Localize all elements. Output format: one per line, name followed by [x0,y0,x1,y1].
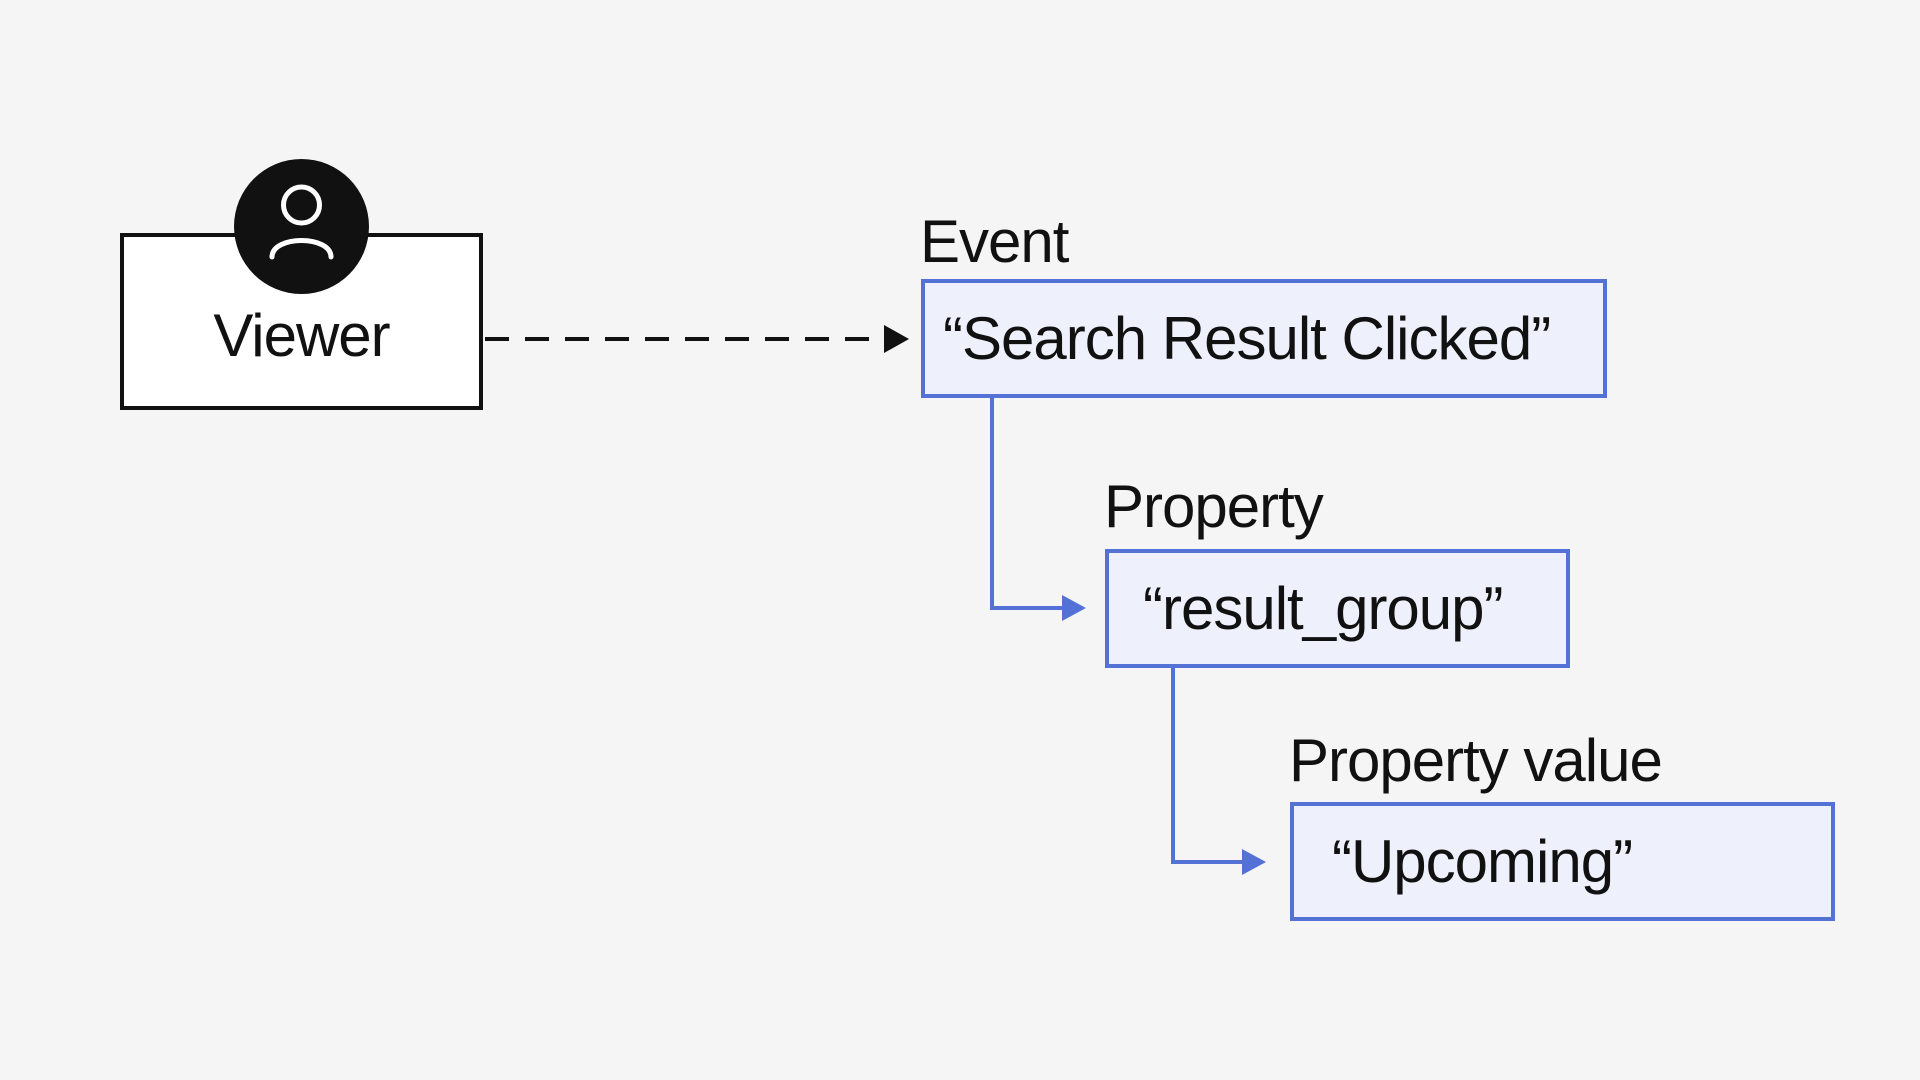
property-value-heading: Property value [1289,727,1663,794]
viewer-to-event-arrow [485,325,909,353]
property-value-value: “Upcoming” [1332,828,1633,895]
event-to-property-arrow [990,398,1086,621]
viewer-label: Viewer [213,302,390,369]
event-value: “Search Result Clicked” [943,305,1551,372]
property-to-value-arrow [1171,668,1266,875]
property-heading: Property [1104,473,1324,540]
property-box: “result_group” [1105,549,1570,668]
event-heading: Event [920,208,1069,275]
property-value-text: “result_group” [1143,575,1504,642]
user-icon [234,159,369,294]
event-box: “Search Result Clicked” [921,279,1607,398]
property-value-box: “Upcoming” [1290,802,1835,921]
